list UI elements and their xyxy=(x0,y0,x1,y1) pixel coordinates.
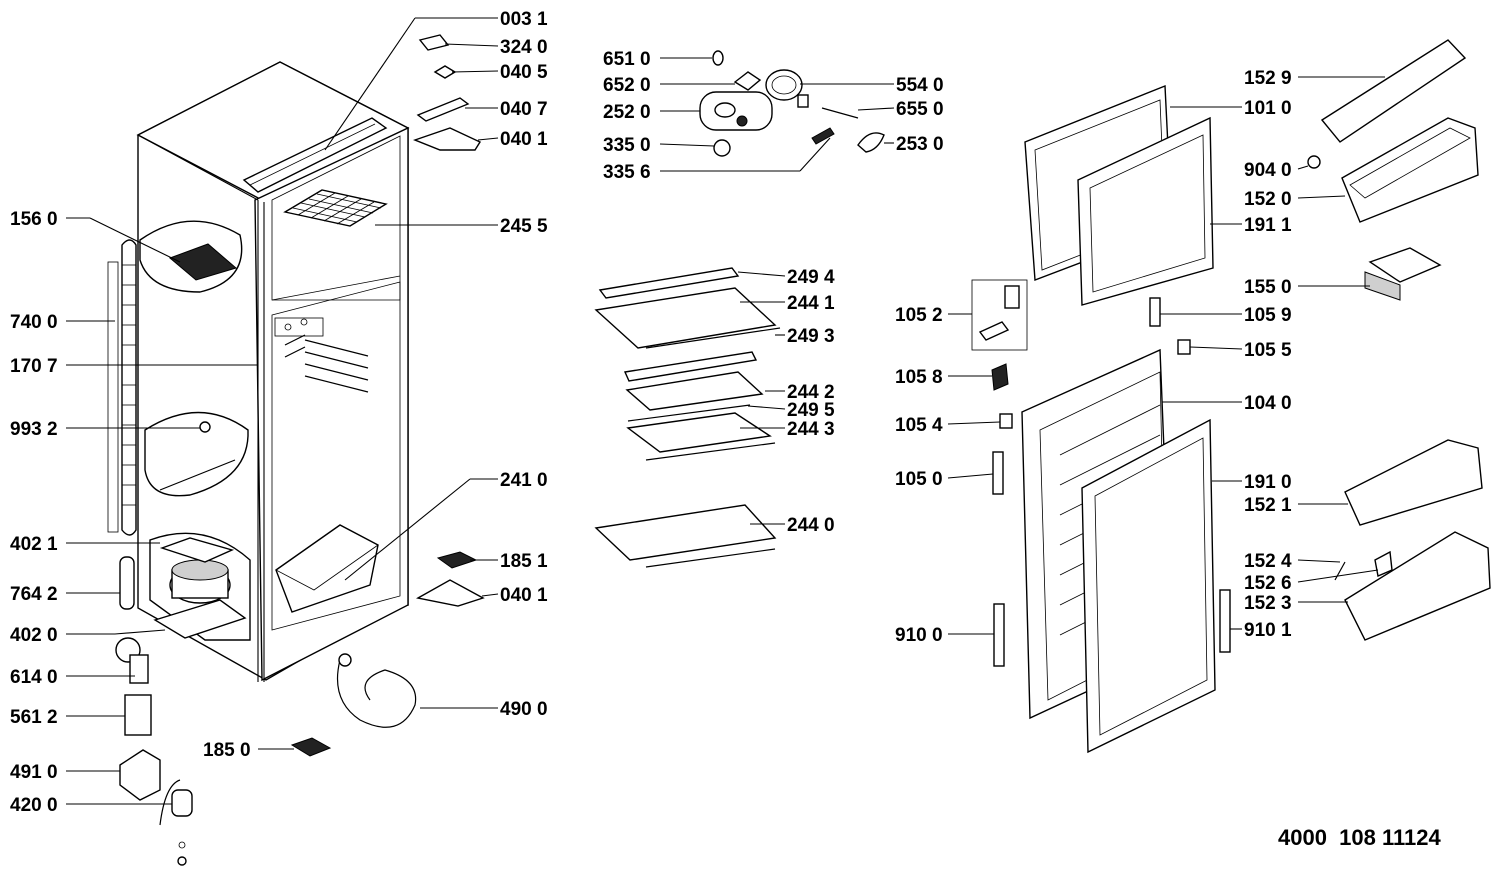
part-labels: 003 1 324 0 040 5 040 7 040 1 245 5 156 … xyxy=(10,9,1441,850)
label-324-0: 324 0 xyxy=(500,37,548,58)
label-105-5: 105 5 xyxy=(1244,340,1292,361)
label-561-2: 561 2 xyxy=(10,707,58,728)
fridge-cabinet xyxy=(107,61,410,682)
label-152-4: 152 4 xyxy=(1244,551,1292,572)
label-554-0: 554 0 xyxy=(896,75,944,96)
label-335-6: 335 6 xyxy=(603,162,651,183)
label-040-5: 040 5 xyxy=(500,62,548,83)
label-245-5: 245 5 xyxy=(500,216,548,237)
label-402-1: 402 1 xyxy=(10,534,58,555)
label-244-0: 244 0 xyxy=(787,515,835,536)
label-152-0: 152 0 xyxy=(1244,189,1292,210)
label-185-1: 185 1 xyxy=(500,551,548,572)
label-105-0: 105 0 xyxy=(895,469,943,490)
label-253-0: 253 0 xyxy=(896,134,944,155)
label-241-0: 241 0 xyxy=(500,470,548,491)
label-105-2: 105 2 xyxy=(895,305,943,326)
lower-center-parts xyxy=(290,551,485,757)
label-244-3: 244 3 xyxy=(787,419,835,440)
label-244-2: 244 2 xyxy=(787,382,835,403)
label-105-9: 105 9 xyxy=(1244,305,1292,326)
label-249-3: 249 3 xyxy=(787,326,835,347)
top-small-parts xyxy=(412,34,482,151)
label-101-0: 101 0 xyxy=(1244,98,1292,119)
label-003-1: 003 1 xyxy=(500,9,548,30)
label-335-0: 335 0 xyxy=(603,135,651,156)
label-104-0: 104 0 xyxy=(1244,393,1292,414)
diagram-code: 4000 108 11124 xyxy=(1278,825,1441,850)
electrical-parts xyxy=(115,556,193,866)
label-490-0: 490 0 xyxy=(500,699,548,720)
freezer-door xyxy=(1024,84,1214,306)
label-155-0: 155 0 xyxy=(1244,277,1292,298)
label-152-6: 152 6 xyxy=(1244,573,1292,594)
label-491-0: 491 0 xyxy=(10,762,58,783)
label-105-4: 105 4 xyxy=(895,415,943,436)
label-252-0: 252 0 xyxy=(603,102,651,123)
label-740-0: 740 0 xyxy=(10,312,58,333)
label-191-1: 191 1 xyxy=(1244,215,1292,236)
label-614-0: 614 0 xyxy=(10,667,58,688)
label-152-3: 152 3 xyxy=(1244,593,1292,614)
glass-shelves xyxy=(594,267,781,568)
fridge-door xyxy=(1021,348,1216,754)
label-249-4: 249 4 xyxy=(787,267,835,288)
label-156-0: 156 0 xyxy=(10,209,58,230)
leader-lines xyxy=(66,17,1385,805)
label-191-0: 191 0 xyxy=(1244,472,1292,493)
label-910-0: 910 0 xyxy=(895,625,943,646)
thermostat-parts xyxy=(699,50,885,157)
label-655-0: 655 0 xyxy=(896,99,944,120)
label-420-0: 420 0 xyxy=(10,795,58,816)
label-764-2: 764 2 xyxy=(10,584,58,605)
label-040-1-bottom: 040 1 xyxy=(500,585,548,606)
hinge-parts xyxy=(971,279,1231,667)
label-651-0: 651 0 xyxy=(603,49,651,70)
door-bins xyxy=(1307,39,1491,641)
label-152-9: 152 9 xyxy=(1244,68,1292,89)
label-105-8: 105 8 xyxy=(895,367,943,388)
label-249-5: 249 5 xyxy=(787,400,835,421)
label-652-0: 652 0 xyxy=(603,75,651,96)
label-040-1-top: 040 1 xyxy=(500,129,548,150)
label-904-0: 904 0 xyxy=(1244,160,1292,181)
label-152-1: 152 1 xyxy=(1244,495,1292,516)
label-402-0: 402 0 xyxy=(10,625,58,646)
label-185-0: 185 0 xyxy=(203,740,251,761)
label-910-1: 910 1 xyxy=(1244,620,1292,641)
label-040-7: 040 7 xyxy=(500,99,548,120)
label-170-7: 170 7 xyxy=(10,356,58,377)
label-993-2: 993 2 xyxy=(10,419,58,440)
label-244-1: 244 1 xyxy=(787,293,835,314)
